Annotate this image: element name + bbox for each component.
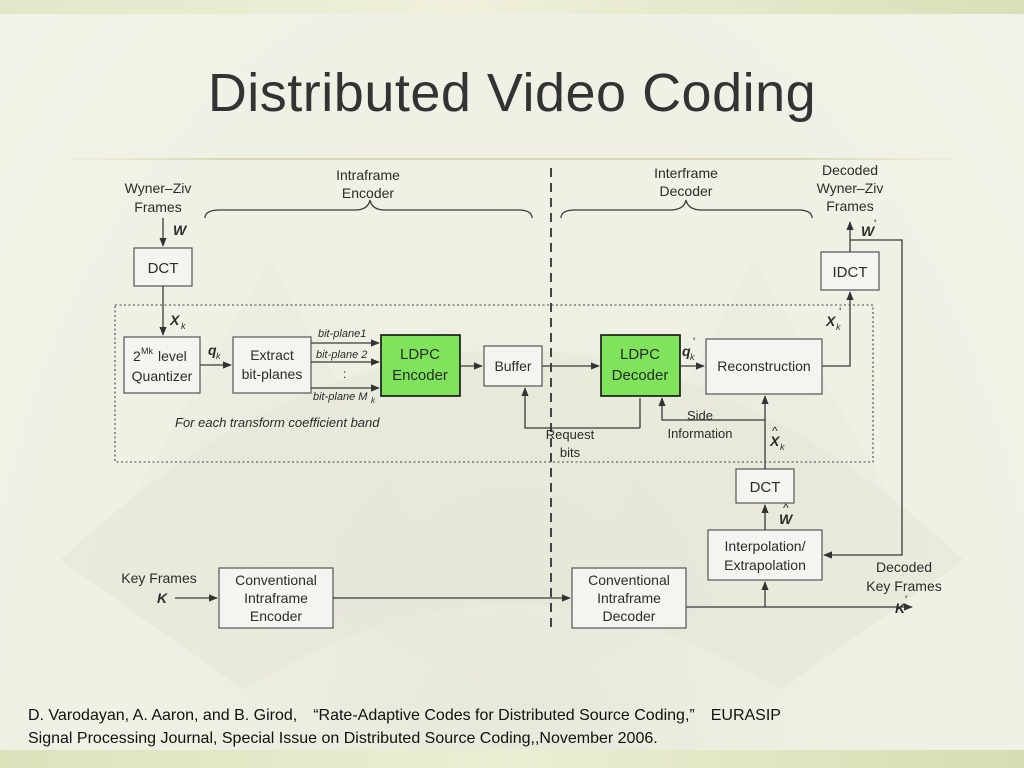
header-decoder: Decoder [660,183,713,199]
citation: D. Varodayan, A. Aaron, and B. Girod, “R… [28,704,998,750]
arrow-side-info-to-decoder [658,397,765,421]
key-frames-label: Key Frames [121,570,196,586]
signal-w-prime-sup: ' [874,217,876,231]
top-decorative-bar [0,0,1024,14]
arrow-request-bits [521,387,640,429]
extrapolation-label: Extrapolation [724,557,806,573]
reconstruction-label: Reconstruction [717,358,810,374]
signal-w-hat-mark: ^ [783,501,789,515]
side-info-label-2: Information [667,426,732,441]
label-bitplane-m-sub: k [371,396,376,405]
signal-xk-hat-mark: ^ [772,424,778,438]
header-decoded-frames: Frames [826,198,873,214]
request-label-2: bits [560,445,581,460]
header-intraframe: Intraframe [336,167,400,183]
idct-label: IDCT [833,264,868,281]
interframe-decoder-brace [560,199,813,219]
signal-xk: X [169,312,181,328]
signal-qk-prime: q [682,343,691,359]
conventional-encoder-box [218,567,334,629]
buffer-label: Buffer [494,358,531,374]
header-decoded: Decoded [822,162,878,178]
signal-xk-sub: k [181,321,186,331]
request-label-1: Request [546,427,595,442]
header-encoder: Encoder [342,185,394,201]
arrow-reconstruction-to-idct [822,291,854,367]
conv-encoder-label-2: Intraframe [244,590,308,606]
quantizer-exponent: Mk [141,346,153,356]
side-info-label-1: Side [687,408,713,423]
signal-qk-sub: k [216,351,221,361]
signal-k: K [157,590,168,606]
ldpc-decoder-box [600,334,681,397]
buffer-box [483,345,543,387]
extract-label: Extract [250,347,294,363]
bottom-decorative-bar [0,750,1024,768]
quantizer-label: Quantizer [132,368,193,384]
conv-encoder-label-1: Conventional [235,572,317,588]
arrow-decoded-wz-feedback [823,239,903,559]
dct-bottom-box [735,468,795,504]
quantizer-base: 2 [133,348,141,364]
header-interframe: Interframe [654,165,718,181]
dvc-block-diagram: Wyner–Ziv Frames Intraframe Encoder Inte… [114,162,942,629]
title-divider [52,158,972,160]
label-bitplane-m: bit-plane M [313,391,368,403]
slide-title: Distributed Video Coding [207,63,817,123]
header-frames: Frames [134,199,181,215]
interpolation-label: Interpolation/ [725,538,806,554]
ldpc-encoder-label-1: LDPC [400,346,440,363]
signal-qk-prime-sup: ' [693,335,695,349]
header-decoded-wz: Wyner–Ziv [817,180,884,196]
signal-qk-prime-sub: k [690,352,695,362]
conv-decoder-label-1: Conventional [588,572,670,588]
band-note: For each transform coefficient band [175,415,380,430]
signal-xk-hat-sub: k [780,442,785,452]
signal-xk-prime-sub: k [836,322,841,332]
coefficient-band-region [114,304,874,463]
signal-k-prime-sup: ' [905,593,907,607]
signal-w: W [173,222,188,238]
ldpc-encoder-label-2: Encoder [392,367,448,384]
conventional-decoder-box [571,567,687,629]
signal-xk-prime-sup: ' [839,305,841,319]
signal-xk-prime: X [825,313,837,329]
signal-w-prime: W [861,223,876,239]
conv-decoder-label-3: Decoder [603,608,656,624]
ldpc-decoder-label-2: Decoder [612,367,669,384]
citation-line-1: D. Varodayan, A. Aaron, and B. Girod, “R… [28,707,781,724]
conv-decoder-label-2: Intraframe [597,590,661,606]
ldpc-encoder-box [380,334,461,397]
label-bitplane-1: bit-plane1 [318,328,366,340]
conv-encoder-label-3: Encoder [250,608,302,624]
citation-line-2: Signal Processing Journal, Special Issue… [28,730,658,747]
signal-k-prime: K [895,600,906,616]
reconstruction-box [705,338,823,395]
quantizer-level: level [158,348,187,364]
signal-qk: q [208,342,217,358]
label-bitplane-2: bit-plane 2 [316,349,367,361]
header-wyner-ziv: Wyner–Ziv [125,180,192,196]
extract-bitplanes-box [232,336,312,394]
dct-top-label: DCT [148,260,179,277]
bitplanes-label: bit-planes [242,366,303,382]
quantizer-box [123,336,201,394]
signal-w-hat: W [779,511,794,527]
signal-xk-hat: X [769,433,781,449]
decoded-key-label-2: Key Frames [866,578,941,594]
ldpc-decoder-label-1: LDPC [620,346,660,363]
decoded-key-label-1: Decoded [876,559,932,575]
dct-bottom-label: DCT [750,479,781,496]
label-vdots: : [343,367,346,381]
intraframe-encoder-brace [204,199,533,219]
